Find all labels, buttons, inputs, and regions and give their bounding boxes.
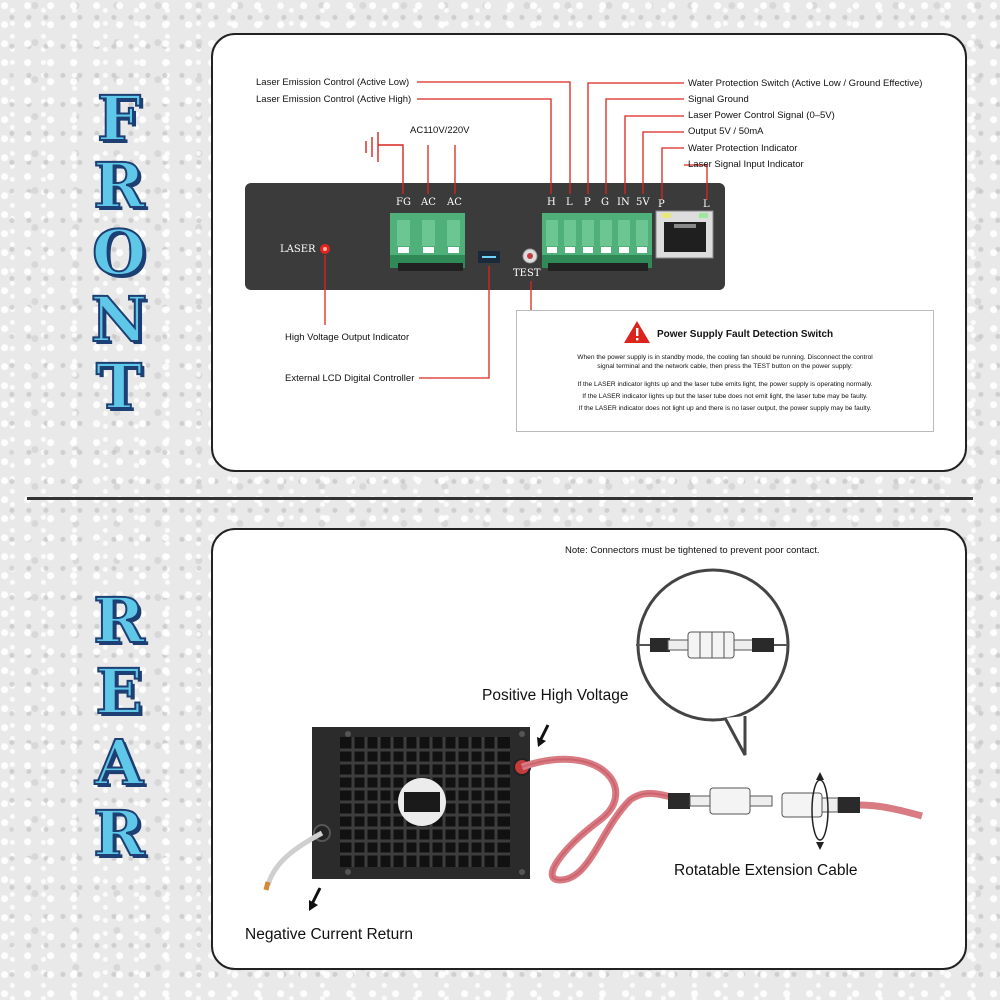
terminal-label: 5V (636, 197, 650, 208)
connector-note: Note: Connectors must be tightened to pr… (565, 545, 820, 556)
fault-box-case: If the LASER indicator lights up and the… (577, 381, 873, 388)
lcd-controller-label: External LCD Digital Controller (285, 373, 415, 384)
rj45-label: L (703, 199, 710, 210)
terminal-label: IN (617, 197, 630, 208)
warning-icon (624, 321, 650, 343)
positive-hv-label: Positive High Voltage (482, 687, 629, 704)
terminal-label: L (566, 197, 573, 208)
return-wire (265, 830, 324, 886)
fault-detection-box: Power Supply Fault Detection Switch When… (516, 310, 934, 432)
callout-signal-ground: Signal Ground (688, 94, 749, 105)
callout-water-indicator: Water Protection Indicator (688, 143, 798, 154)
rear-letter: R (92, 797, 146, 870)
leader-lines (324, 81, 708, 379)
power-terminal-block (390, 213, 465, 271)
negative-return-label: Negative Current Return (245, 926, 413, 943)
power-supply-rear (312, 727, 531, 879)
fault-box-case: If the LASER indicator does not light up… (578, 405, 872, 412)
laser-label: LASER (280, 244, 316, 255)
front-letter: R (92, 149, 146, 222)
callout-laser-high: Laser Emission Control (Active High) (256, 94, 412, 105)
terminal-label: FG (396, 197, 411, 208)
hv-indicator-label: High Voltage Output Indicator (285, 332, 410, 343)
rear-letter: A (94, 726, 144, 799)
callout-power-signal: Laser Power Control Signal (0–5V) (688, 110, 835, 121)
front-letter: T (95, 350, 143, 423)
front-title: F R O N T (74, 82, 164, 423)
callout-water-switch: Water Protection Switch (Active Low / Gr… (688, 78, 923, 89)
fault-box-case: If the LASER indicator lights up but the… (582, 393, 868, 400)
connector-zoom-bubble (636, 568, 790, 756)
hv-cable (520, 755, 691, 884)
arrow-icon (309, 724, 550, 911)
fault-box-intro: signal terminal and the network cable, t… (597, 363, 853, 370)
section-divider (27, 497, 973, 500)
rear-letter: E (94, 655, 143, 728)
terminal-label: G (601, 197, 609, 208)
signal-terminal-block (542, 213, 652, 271)
extension-cable-label: Rotatable Extension Cable (674, 862, 858, 879)
front-letter: N (90, 283, 149, 356)
ground-symbol (365, 132, 404, 194)
callout-signal-indicator: Laser Signal Input Indicator (688, 159, 804, 170)
terminal-label: AC (447, 197, 462, 208)
rear-title: R E A R (74, 584, 164, 870)
rj45-label: P (658, 199, 665, 210)
ac-input-label: AC110V/220V (410, 125, 470, 136)
test-label: TEST (513, 268, 541, 279)
terminal-label: H (547, 197, 556, 208)
callout-output-5v: Output 5V / 50mA (688, 126, 764, 137)
front-letter: F (96, 82, 142, 155)
callout-laser-low: Laser Emission Control (Active Low) (256, 77, 410, 88)
fault-box-intro: When the power supply is in standby mode… (577, 354, 873, 361)
rj45-network-port (655, 210, 714, 259)
terminal-label: P (584, 197, 591, 208)
front-letter: O (91, 216, 147, 289)
terminal-label: AC (421, 197, 436, 208)
rear-letter: R (92, 584, 146, 657)
extension-connector (668, 772, 923, 850)
fault-box-title: Power Supply Fault Detection Switch (657, 329, 834, 340)
